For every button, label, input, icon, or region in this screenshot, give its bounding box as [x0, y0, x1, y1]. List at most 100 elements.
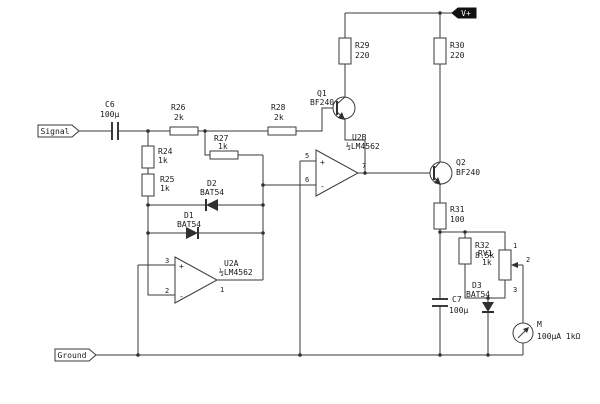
u2b-pin7-label: 7: [362, 162, 366, 170]
r29-ref-label: R29: [355, 41, 370, 50]
d1-value-label: BAT54: [177, 220, 201, 229]
u2b-value-label: ½LM4562: [346, 141, 380, 151]
q1-value-label: BF240: [310, 98, 334, 107]
signal-flag: [37, 124, 80, 138]
r31-body: [433, 202, 447, 230]
diode-d3[interactable]: D3 BAT54: [466, 281, 494, 313]
port-ground[interactable]: Ground: [54, 348, 97, 362]
capacitor-c6[interactable]: C6 100µ: [100, 100, 119, 140]
diode-d2[interactable]: D2 BAT54: [200, 179, 224, 211]
d3-value-label: BAT54: [466, 290, 490, 299]
transistor-q1[interactable]: Q1 BF240: [310, 89, 356, 120]
u2a-ref-label: U2A: [224, 259, 239, 268]
meter-value-label: 100µA 1kΩ: [537, 332, 581, 341]
r27-value-label: 1k: [218, 142, 228, 151]
port-signal[interactable]: Signal: [37, 124, 80, 138]
opamp-u2b[interactable]: + - 5 6 7 U2B ½LM4562: [305, 133, 380, 197]
vplus-label: V+: [461, 9, 471, 18]
c6-value-label: 100µ: [100, 110, 119, 119]
u2a-pin1-label: 1: [220, 286, 224, 294]
resistor-r32[interactable]: R32 8.5k: [458, 237, 494, 265]
u2a-minus-mark: -: [179, 292, 184, 301]
r25-body: [141, 173, 155, 197]
q1-emitter-arrow: [338, 112, 345, 120]
ground-label: Ground: [58, 351, 87, 360]
u2a-value-label: ½LM4562: [219, 267, 253, 277]
schematic-wires: [79, 12, 524, 356]
r24-ref-label: R24: [158, 147, 173, 156]
r26-ref-label: R26: [171, 103, 186, 112]
r32-body: [458, 237, 472, 265]
r24-body: [141, 145, 155, 169]
c6-ref-label: C6: [105, 100, 115, 109]
rv1-body: [498, 249, 512, 281]
d1-triangle: [186, 227, 198, 239]
resistor-r24[interactable]: R24 1k: [141, 145, 173, 169]
u2b-minus-mark: -: [320, 182, 325, 191]
rv1-pin1-label: 1: [513, 242, 517, 250]
d2-triangle: [206, 199, 218, 211]
meter-m[interactable]: M 100µA 1kΩ: [512, 320, 581, 344]
resistor-r25[interactable]: R25 1k: [141, 173, 175, 197]
r30-body: [433, 37, 447, 65]
d2-ref-label: D2: [207, 179, 217, 188]
q2-collector-lead: [433, 161, 441, 170]
r27-ref-label: R27: [214, 134, 229, 143]
u2b-pin5-label: 5: [305, 152, 309, 160]
meter-ref-label: M: [537, 320, 542, 329]
port-vplus[interactable]: V+: [451, 7, 477, 19]
r25-ref-label: R25: [160, 175, 175, 184]
rv1-pin2-label: 2: [526, 256, 530, 264]
c7-ref-label: C7: [452, 295, 462, 304]
u2a-pin2-label: 2: [165, 287, 169, 295]
u2a-pin3-label: 3: [165, 257, 169, 265]
resistor-r26[interactable]: R26 2k: [169, 103, 199, 136]
r25-value-label: 1k: [160, 184, 170, 193]
d1-ref-label: D1: [184, 211, 194, 220]
u2b-plus-mark: +: [320, 158, 325, 167]
ground-flag: [54, 348, 97, 362]
rv1-ref-label: RV1: [478, 249, 493, 258]
rv1-value-label: 1k: [482, 258, 492, 267]
r28-body: [267, 126, 297, 136]
d2-value-label: BAT54: [200, 188, 224, 197]
r29-value-label: 220: [355, 51, 370, 60]
c7-value-label: 100µ: [449, 306, 468, 315]
q2-value-label: BF240: [456, 168, 480, 177]
junction-dots: [136, 11, 490, 357]
transistor-q2[interactable]: Q2 BF240: [429, 158, 480, 185]
u2b-pin6-label: 6: [305, 176, 309, 184]
u2b-triangle: [315, 149, 360, 197]
resistor-r29[interactable]: R29 220: [338, 37, 370, 65]
q2-ref-label: Q2: [456, 158, 466, 167]
resistor-r28[interactable]: R28 2k: [267, 103, 297, 136]
u2a-plus-mark: +: [179, 262, 184, 271]
r24-value-label: 1k: [158, 156, 168, 165]
q2-emitter-arrow: [434, 177, 441, 185]
r26-body: [169, 126, 199, 136]
u2a-triangle: [174, 256, 219, 304]
resistor-r27[interactable]: R27 1k: [209, 134, 239, 160]
diode-d1[interactable]: D1 BAT54: [177, 211, 201, 239]
potentiometer-rv1[interactable]: RV1 1k 1 2 3: [478, 242, 530, 294]
r28-value-label: 2k: [274, 113, 284, 122]
r26-value-label: 2k: [174, 113, 184, 122]
r28-ref-label: R28: [271, 103, 286, 112]
d3-triangle: [482, 302, 494, 312]
r30-ref-label: R30: [450, 41, 465, 50]
r32-ref-label: R32: [475, 241, 490, 250]
vplus-flag: [451, 7, 477, 19]
signal-label: Signal: [41, 127, 70, 136]
r27-body: [209, 150, 239, 160]
resistor-r31[interactable]: R31 100: [433, 202, 465, 230]
resistor-r30[interactable]: R30 220: [433, 37, 465, 65]
d3-ref-label: D3: [472, 281, 482, 290]
opamp-u2a[interactable]: + - 3 2 1 U2A ½LM4562: [165, 256, 253, 304]
u2b-ref-label: U2B: [352, 133, 367, 142]
capacitor-c7[interactable]: C7 100µ: [432, 295, 468, 315]
r32-value-label: 8.5k: [475, 251, 494, 260]
r30-value-label: 220: [450, 51, 465, 60]
r31-value-label: 100: [450, 215, 465, 224]
